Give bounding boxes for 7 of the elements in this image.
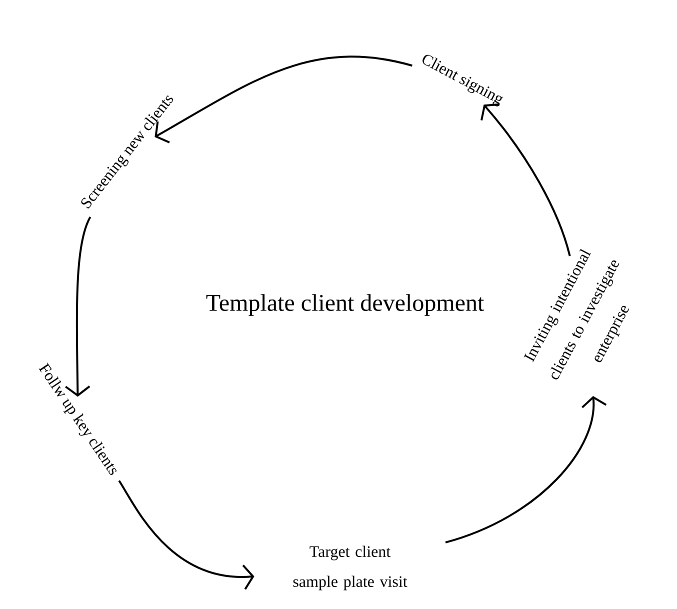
step-label: Target client sample plate visit — [293, 546, 408, 590]
arrow — [65, 216, 92, 397]
title: Template client development — [206, 294, 484, 316]
arrow — [445, 396, 607, 544]
arrow — [480, 103, 571, 256]
arrow — [118, 480, 254, 590]
arrow — [154, 56, 412, 144]
